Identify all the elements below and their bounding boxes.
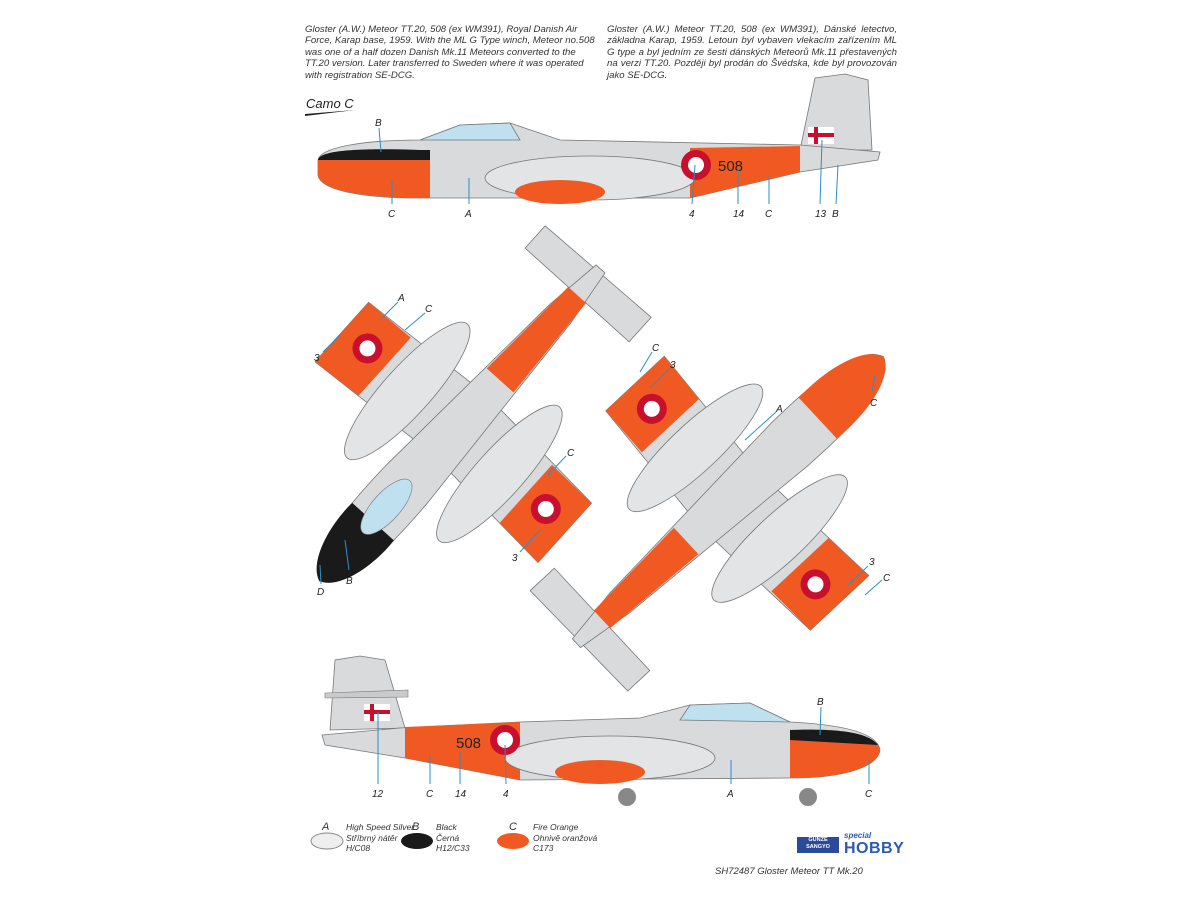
callout-label: B xyxy=(375,118,382,129)
callout-label: C xyxy=(567,448,575,459)
callout-label: 14 xyxy=(733,209,745,220)
callout-label: H12/C33 xyxy=(436,843,470,853)
callout-label: C xyxy=(388,209,396,220)
callout-label: High Speed Silver xyxy=(346,822,415,832)
callout-label: Black xyxy=(436,822,457,832)
gunze-sangyo-logo: GUNZE SANGYO xyxy=(797,837,839,853)
callout-label: 3 xyxy=(869,557,875,568)
serial-number: 508 xyxy=(718,158,743,175)
callouts-side-left: B C A 4 14 C 13 B xyxy=(375,118,839,220)
description-english: Gloster (A.W.) Meteor TT.20, 508 (ex WM3… xyxy=(305,24,595,81)
title-underline xyxy=(305,110,355,116)
callouts-bottom-view: C 3 A C 3 C xyxy=(639,343,891,596)
callout-label: 12 xyxy=(372,789,384,800)
callout-label: 13 xyxy=(815,209,827,220)
callout-label: C xyxy=(765,209,773,220)
callout-label: A xyxy=(322,821,330,833)
callout-label: Černá xyxy=(436,832,460,843)
callout-label: special xyxy=(844,831,872,840)
callout-label: C xyxy=(509,821,517,833)
callout-label: B xyxy=(412,821,420,833)
callouts-side-right: B 12 C 14 4 A C xyxy=(372,697,873,800)
aircraft-side-view-left: 508 xyxy=(317,73,881,204)
callout-label: Stříbrný nátěr xyxy=(346,832,398,843)
callout-label: HOBBY xyxy=(844,840,905,857)
callouts-top-view: A C 3 C 3 B D xyxy=(314,293,575,598)
callout-label: D xyxy=(317,587,324,598)
swatch-silver xyxy=(310,832,344,850)
callout-label: A xyxy=(726,789,734,800)
callout-label: B xyxy=(817,697,824,708)
aircraft-top-view xyxy=(208,169,712,682)
callout-label: C173 xyxy=(533,843,554,853)
callout-label: C xyxy=(865,789,873,800)
serial-number-bottom: 508 xyxy=(456,735,481,752)
callout-label: A xyxy=(397,293,405,304)
aircraft-side-view-right: 508 xyxy=(321,655,881,806)
callout-label: A xyxy=(464,209,472,220)
callout-label: B xyxy=(832,209,839,220)
swatch-orange xyxy=(497,833,529,849)
callout-label: C xyxy=(426,789,434,800)
callout-label: 14 xyxy=(455,789,467,800)
scheme-title: Camo C xyxy=(306,96,354,111)
callout-label: 3 xyxy=(670,360,676,371)
aircraft-bottom-view xyxy=(474,247,986,753)
callout-label: 4 xyxy=(689,209,695,220)
description-czech: Gloster (A.W.) Meteor TT.20, 508 (ex WM3… xyxy=(607,24,897,81)
callout-label: Ohnivě oranžová xyxy=(533,832,598,843)
callout-label: 3 xyxy=(314,353,320,364)
callout-label: H/C08 xyxy=(346,843,371,853)
callout-label: 4 xyxy=(503,789,509,800)
callout-label: Fire Orange xyxy=(533,822,579,832)
callout-label: C xyxy=(652,343,660,354)
callout-label: C xyxy=(425,304,433,315)
footer-kit-title: SH72487 Gloster Meteor TT Mk.20 xyxy=(715,866,863,877)
callout-label: C xyxy=(883,573,891,584)
callout-label: 3 xyxy=(512,553,518,564)
callout-label: A xyxy=(775,404,783,415)
swatch-black xyxy=(401,833,433,849)
callout-label: C xyxy=(870,398,878,409)
callout-label: B xyxy=(346,576,353,587)
